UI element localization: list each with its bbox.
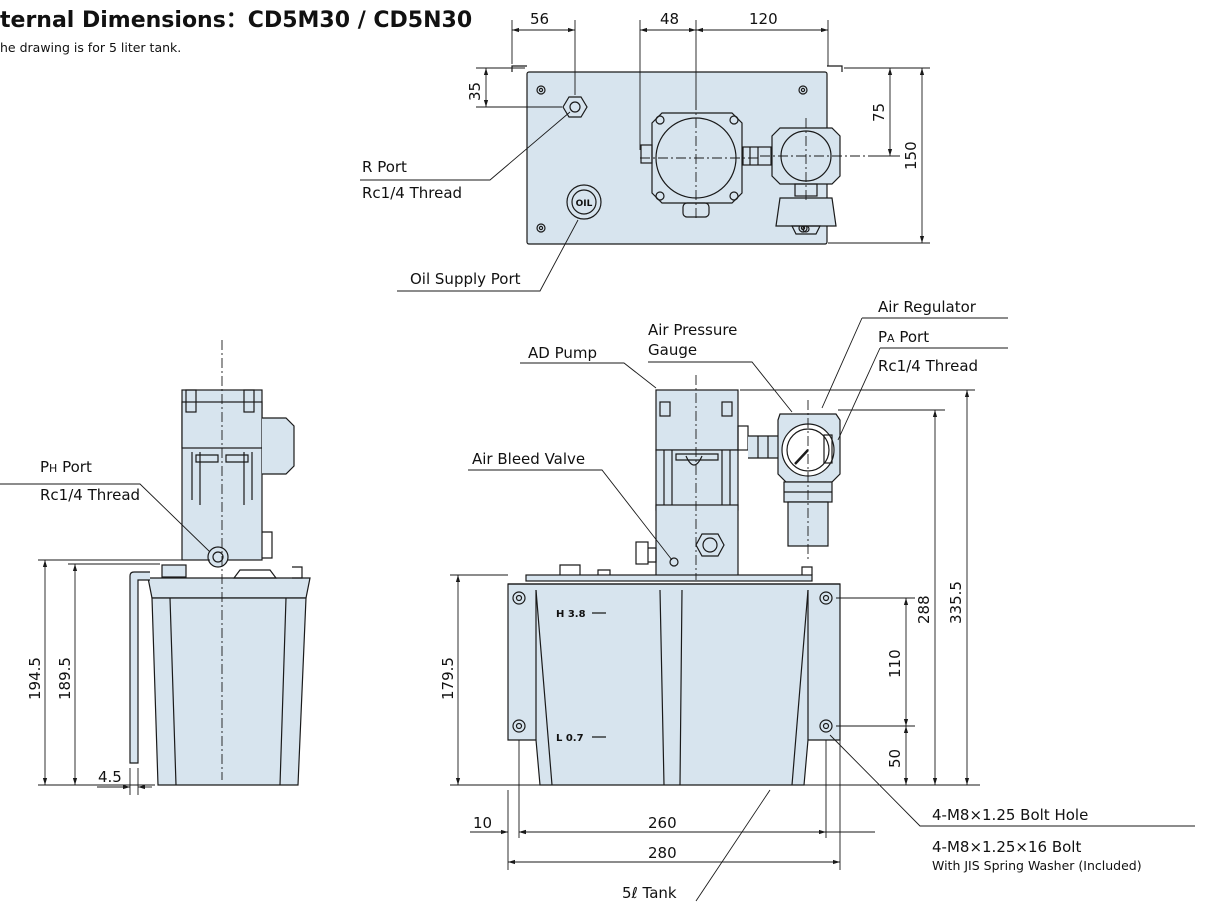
- dim-10: 10: [473, 814, 492, 832]
- dim-150: 150: [902, 141, 920, 170]
- dim-179-5: 179.5: [439, 657, 457, 700]
- dim-335-5: 335.5: [947, 581, 965, 624]
- r-port-hex: [562, 96, 588, 118]
- level-low-mark: L 0.7: [556, 733, 584, 744]
- drawing-subtitle: he drawing is for 5 liter tank.: [0, 40, 182, 55]
- dim-120: 120: [749, 10, 778, 28]
- ad-pump-label: AD Pump: [528, 344, 597, 362]
- front-view: [507, 375, 841, 786]
- dim-56: 56: [530, 10, 549, 28]
- air-bleed-valve-label: Air Bleed Valve: [472, 450, 585, 468]
- air-pressure-gauge-label-1: Air Pressure: [648, 321, 737, 339]
- top-leaders: [360, 111, 579, 292]
- dim-110: 110: [886, 649, 904, 678]
- dim-35: 35: [466, 82, 484, 101]
- top-screw-1: [536, 85, 546, 95]
- top-screw-2: [798, 85, 808, 95]
- dim-4-5: 4.5: [98, 768, 122, 786]
- top-view: [511, 65, 880, 245]
- washer-label: With JIS Spring Washer (Included): [932, 858, 1142, 873]
- ph-thread-label: Rc1/4 Thread: [40, 486, 140, 504]
- front-dimensions: [450, 389, 980, 870]
- bolt-hole-label: 4-M8×1.25 Bolt Hole: [932, 806, 1088, 824]
- pa-port-label: PA Port: [878, 328, 929, 346]
- dim-189-5: 189.5: [56, 657, 74, 700]
- drawing-title: ternal Dimensions：CD5M30 / CD5N30: [0, 8, 473, 33]
- front-leaders: [468, 317, 1195, 902]
- dim-280: 280: [648, 844, 677, 862]
- pa-thread-label: Rc1/4 Thread: [878, 357, 978, 375]
- dim-48: 48: [660, 10, 679, 28]
- top-dimensions: [476, 20, 930, 244]
- dim-75: 75: [870, 103, 888, 122]
- bolt-label: 4-M8×1.25×16 Bolt: [932, 838, 1081, 856]
- r-port-thread-label: Rc1/4 Thread: [362, 184, 462, 202]
- dim-288: 288: [915, 595, 933, 624]
- level-high-mark: H 3.8: [556, 609, 586, 620]
- top-screw-3: [536, 223, 546, 233]
- side-tank: [151, 597, 307, 786]
- oil-supply-port-label: Oil Supply Port: [410, 270, 521, 288]
- side-view: [129, 340, 311, 786]
- tank-label: 5ℓ Tank: [622, 884, 677, 902]
- dim-50: 50: [886, 749, 904, 768]
- dim-194-5: 194.5: [26, 657, 44, 700]
- dim-260: 260: [648, 814, 677, 832]
- r-port-label: R Port: [362, 158, 407, 176]
- ph-port-label: PH Port: [40, 458, 92, 476]
- air-pressure-gauge-label-2: Gauge: [648, 341, 697, 359]
- side-dimensions: [0, 483, 211, 795]
- oil-badge-label: OIL: [576, 199, 593, 209]
- air-regulator-label: Air Regulator: [878, 298, 977, 316]
